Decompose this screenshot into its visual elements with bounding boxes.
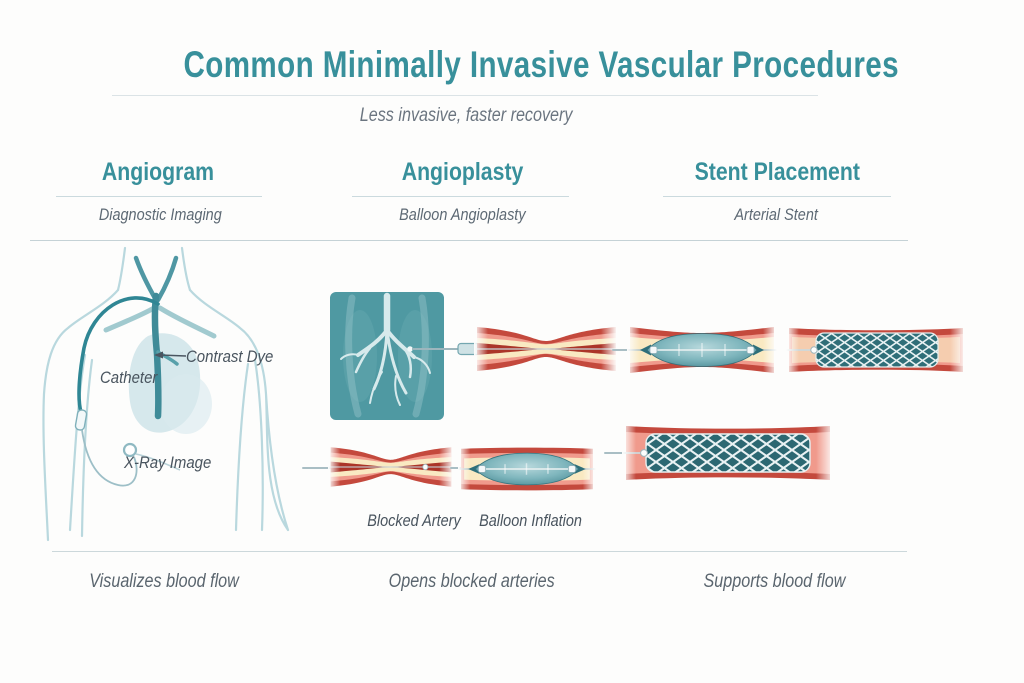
xray-panel-illustration — [330, 292, 444, 420]
column-subheader-angiogram: Diagnostic Imaging — [98, 205, 222, 224]
column-underline-angioplasty — [352, 196, 569, 197]
column-subheader-stent: Arterial Stent — [734, 205, 818, 224]
guidewire — [612, 349, 630, 351]
angiogram-torso-illustration — [42, 246, 290, 542]
page-title-text: Common Minimally Invasive Vascular Proce… — [183, 44, 899, 85]
label-catheter: Catheter — [100, 368, 158, 387]
column-subheader-angioplasty: Balloon Angioplasty — [398, 205, 526, 224]
label-balloon-inflation: Balloon Inflation — [478, 511, 582, 530]
blocked-artery-illustration — [328, 441, 454, 493]
stent-mesh — [815, 332, 939, 368]
label-contrast-dye: Contrast Dye — [186, 347, 274, 366]
balloon-inflation-artery-illustration — [458, 442, 596, 496]
caption-stent: Supports blood flow — [703, 571, 845, 592]
torso-outline — [42, 246, 290, 542]
guidewire — [450, 467, 462, 469]
caption-angiogram: Visualizes blood flow — [89, 571, 239, 592]
label-xray-image: X-Ray Image — [124, 453, 212, 472]
caption-angioplasty: Opens blocked arteries — [388, 571, 556, 592]
stent-mesh — [645, 433, 811, 473]
xray-vessel-tree — [340, 292, 431, 418]
heart-shape — [128, 333, 212, 434]
contrast-dye-pointer — [154, 351, 187, 359]
guidewire — [604, 452, 626, 454]
column-underline-stent — [663, 196, 891, 197]
catheter-connector — [74, 409, 88, 431]
section-divider-top — [30, 240, 908, 241]
blocked-artery-top-illustration — [412, 320, 617, 378]
column-header-stent: Stent Placement — [694, 158, 860, 186]
stent-in-artery-illustration — [786, 320, 966, 380]
catheter-path — [74, 296, 181, 487]
expanded-stent-artery-illustration — [622, 414, 834, 492]
column-header-angioplasty: Angioplasty — [402, 158, 524, 186]
balloon-in-plaque-artery-illustration — [627, 319, 777, 381]
label-blocked-artery: Blocked Artery — [367, 511, 461, 530]
guidewire — [302, 467, 332, 469]
page-title: Common Minimally Invasive Vascular Proce… — [94, 44, 898, 86]
guidewire-entry-dot — [407, 346, 413, 352]
page-subtitle: Less invasive, faster recovery — [359, 105, 573, 126]
title-underline — [112, 95, 818, 96]
section-divider-bottom — [52, 551, 907, 552]
column-header-angiogram: Angiogram — [101, 158, 215, 186]
xray-marker-circle — [122, 442, 138, 458]
blocked-artery — [474, 320, 617, 378]
column-underline-angiogram — [56, 196, 262, 197]
